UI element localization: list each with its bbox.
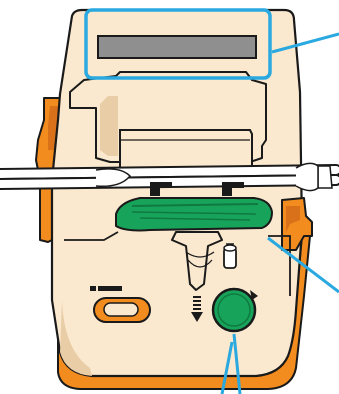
green-clamp-bar (116, 198, 272, 231)
display-window-icon (98, 36, 256, 58)
release-pin (224, 244, 236, 268)
display-housing (84, 16, 282, 72)
